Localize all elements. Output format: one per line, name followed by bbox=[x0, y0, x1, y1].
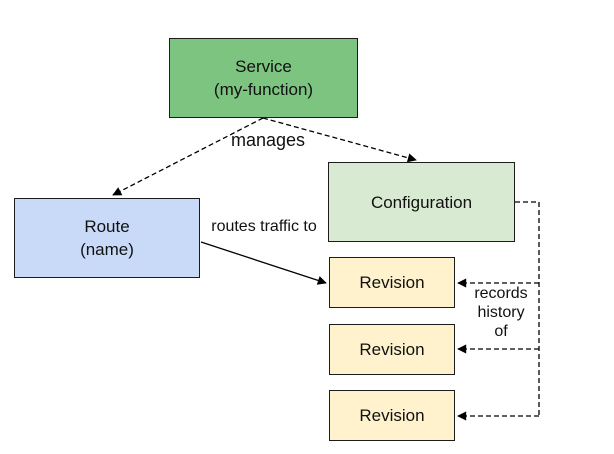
node-route: Route (name) bbox=[14, 198, 200, 278]
edge-label-routes-traffic-to: routes traffic to bbox=[211, 218, 317, 235]
edge-label-manages: manages bbox=[230, 130, 306, 150]
node-revision-1: Revision bbox=[329, 257, 455, 308]
node-revision-3: Revision bbox=[329, 390, 455, 441]
node-service-label-line2: (my-function) bbox=[213, 80, 314, 99]
node-revision-3-label: Revision bbox=[359, 406, 425, 425]
node-route-label-line1: Route bbox=[84, 217, 130, 236]
node-revision-1-label: Revision bbox=[359, 273, 425, 292]
edge-label-records-line1: records bbox=[474, 285, 528, 302]
node-service-label-line1: Service bbox=[235, 57, 292, 76]
node-service: Service (my-function) bbox=[169, 38, 358, 118]
node-route-label-line2: (name) bbox=[80, 240, 134, 259]
node-configuration: Configuration bbox=[328, 162, 515, 242]
node-revision-2: Revision bbox=[329, 324, 455, 375]
edge-label-records-history-of: records history of bbox=[466, 284, 536, 341]
edge-label-records-line2: history bbox=[477, 304, 525, 321]
edge-route-to-revision-1 bbox=[200, 241, 327, 285]
edge-label-records-line3: of bbox=[494, 323, 508, 340]
node-configuration-label: Configuration bbox=[370, 192, 473, 212]
node-revision-2-label: Revision bbox=[359, 340, 425, 359]
